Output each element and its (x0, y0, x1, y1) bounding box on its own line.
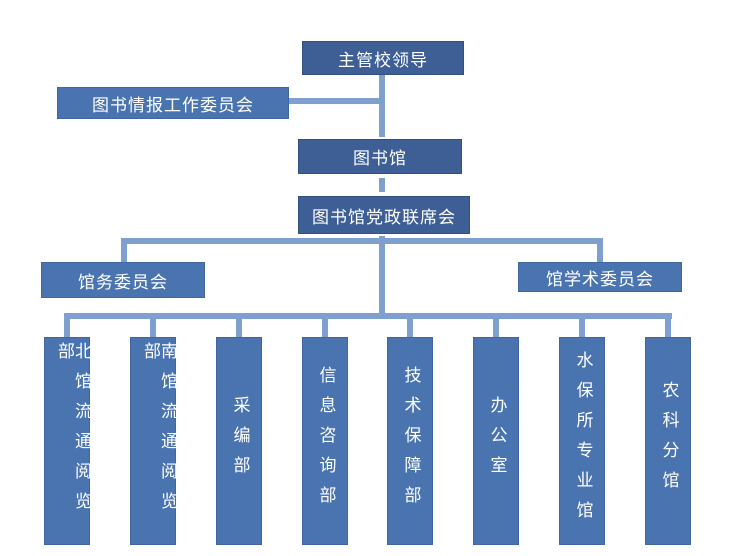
connector-dept-drop (322, 313, 328, 337)
connector-academic-drop (597, 238, 603, 262)
connector-dept-drop (64, 313, 70, 337)
connector-dept-drop (407, 313, 413, 337)
connector-departments-bar (64, 313, 672, 319)
connector-committees-bar (121, 238, 603, 244)
connector-dept-drop (493, 313, 499, 337)
dept-north-circulation: 北馆流通阅览部 (44, 337, 91, 545)
connector-dept-drop (579, 313, 585, 337)
dept-office: 办公室 (473, 337, 519, 545)
dept-soil-water-library: 水保所专业馆 (559, 337, 605, 545)
node-academic-committee: 馆学术委员会 (518, 262, 682, 292)
dept-south-circulation: 南馆流通阅览部 (130, 337, 177, 545)
dept-technical-support: 技术保障部 (387, 337, 433, 545)
connector-affairs-drop (121, 238, 127, 262)
dept-information-consulting: 信息咨询部 (302, 337, 348, 545)
connector-leader-to-library (379, 75, 385, 137)
node-leadership: 主管校领导 (302, 41, 464, 75)
connector-committee-branch (289, 98, 379, 104)
connector-dept-drop (236, 313, 242, 337)
node-info-committee: 图书情报工作委员会 (57, 87, 289, 119)
connector-meeting-trunk (379, 236, 385, 316)
node-joint-meeting: 图书馆党政联席会 (298, 196, 470, 234)
node-library: 图书馆 (298, 139, 462, 174)
dept-agriculture-branch: 农科分馆 (645, 337, 691, 545)
connector-dept-drop (665, 313, 671, 337)
node-affairs-committee: 馆务委员会 (41, 262, 205, 298)
connector-library-to-meeting (379, 178, 385, 192)
dept-acquisition-cataloging: 采编部 (216, 337, 262, 545)
connector-dept-drop (150, 313, 156, 337)
